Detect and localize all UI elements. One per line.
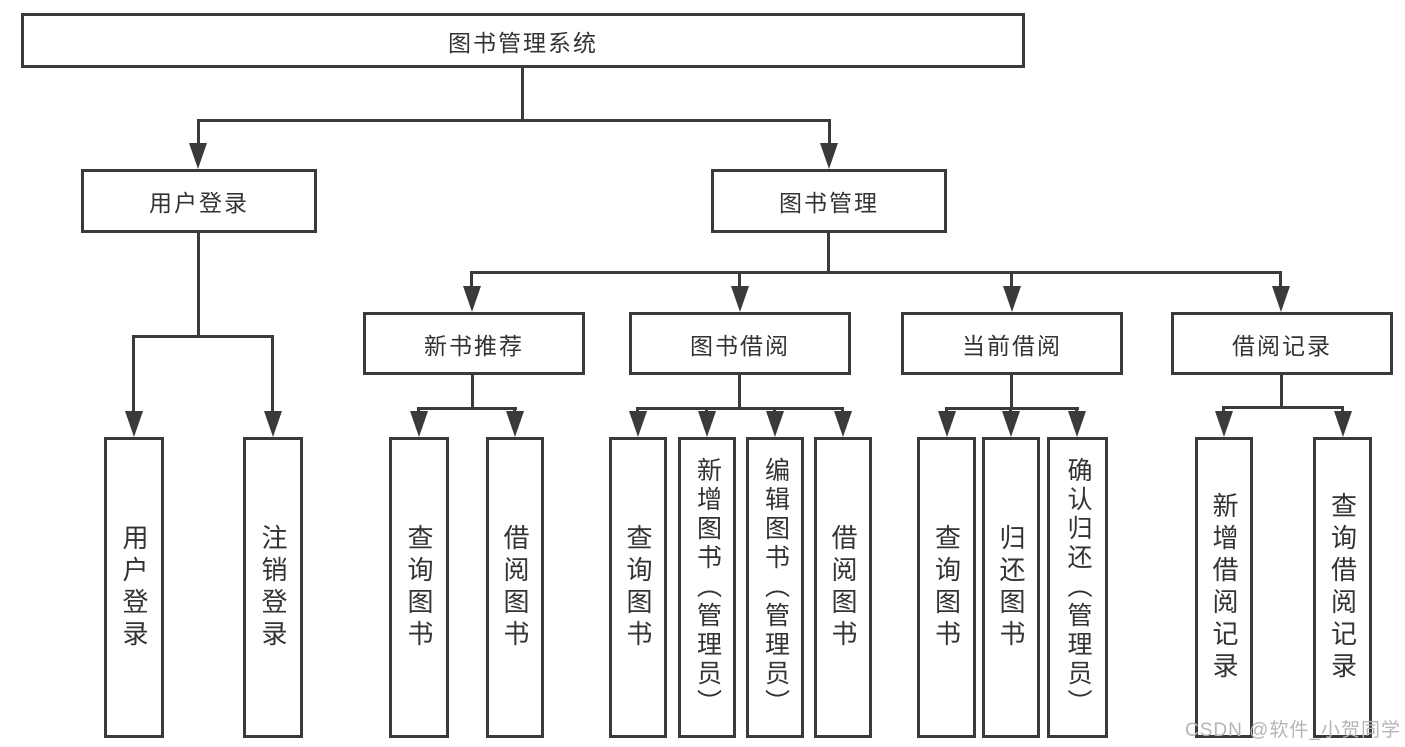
leaf-borrow-borrow-book: 借阅图书 <box>814 437 872 738</box>
connector-recommend-stub <box>471 375 474 409</box>
leaf-borrow-query-book: 查询图书 <box>609 437 667 738</box>
leaf-record-add: 新增借阅记录 <box>1195 437 1253 738</box>
node-root-label: 图书管理系统 <box>448 29 598 56</box>
connector-user-login-stub <box>197 233 200 335</box>
leaf-recommend-borrow-book: 借阅图书 <box>486 437 544 738</box>
arrow-to-cb-query <box>938 411 956 437</box>
node-new-book-recommend: 新书推荐 <box>363 312 585 375</box>
connector-book-management-hline <box>470 271 1282 274</box>
arrow-to-book-borrow <box>731 286 749 312</box>
node-borrow-record: 借阅记录 <box>1171 312 1393 375</box>
arrow-to-bb-query <box>629 411 647 437</box>
node-book-borrow-label: 图书借阅 <box>690 332 790 359</box>
node-book-management: 图书管理 <box>711 169 947 233</box>
leaf-record-query-label: 查询借阅记录 <box>1327 491 1358 684</box>
leaf-user-login: 用户登录 <box>104 437 164 738</box>
leaf-recommend-borrow-book-label: 借阅图书 <box>500 523 530 652</box>
node-user-login: 用户登录 <box>81 169 317 233</box>
leaf-user-login-label: 用户登录 <box>119 523 149 652</box>
node-root: 图书管理系统 <box>21 13 1025 68</box>
leaf-current-confirm-return-label: 确认归还（管理员） <box>1064 457 1092 718</box>
connector-drop-book-borrow <box>738 271 741 289</box>
arrow-to-new-book-recommend <box>463 286 481 312</box>
node-book-borrow: 图书借阅 <box>629 312 851 375</box>
connector-drop-user-login <box>197 119 200 151</box>
leaf-logout: 注销登录 <box>243 437 303 738</box>
connector-drop-current-borrow <box>1010 271 1013 289</box>
leaf-current-query-book: 查询图书 <box>917 437 976 738</box>
arrow-to-bb-borrow <box>834 411 852 437</box>
node-user-login-label: 用户登录 <box>149 190 249 216</box>
connector-book-borrow-hline <box>637 407 844 410</box>
arrow-to-record-add <box>1215 411 1233 437</box>
connector-user-login-hline <box>132 335 274 338</box>
connector-drop-borrow-record <box>1279 271 1282 289</box>
leaf-borrow-borrow-book-label: 借阅图书 <box>828 523 858 652</box>
arrow-to-record-query <box>1334 411 1352 437</box>
connector-book-borrow-stub <box>738 375 741 409</box>
leaf-borrow-add-book-label: 新增图书（管理员） <box>693 457 722 718</box>
node-current-borrow-label: 当前借阅 <box>962 332 1062 359</box>
connector-drop-book-management <box>828 119 831 151</box>
arrow-to-borrow-record <box>1272 286 1290 312</box>
connector-borrow-record-hline <box>1223 406 1344 409</box>
leaf-recommend-query-book: 查询图书 <box>389 437 449 738</box>
node-borrow-record-label: 借阅记录 <box>1232 332 1332 359</box>
leaf-record-query: 查询借阅记录 <box>1313 437 1372 738</box>
arrow-to-recommend-query <box>410 411 428 437</box>
leaf-borrow-query-book-label: 查询图书 <box>623 523 653 652</box>
leaf-record-add-label: 新增借阅记录 <box>1209 491 1239 684</box>
connector-current-borrow-hline <box>945 407 1079 410</box>
connector-root-stub <box>521 66 524 119</box>
arrow-to-bb-edit <box>766 411 784 437</box>
leaf-current-return-book-label: 归还图书 <box>996 523 1026 652</box>
node-current-borrow: 当前借阅 <box>901 312 1123 375</box>
node-new-book-recommend-label: 新书推荐 <box>424 332 524 359</box>
arrow-to-current-borrow <box>1003 286 1021 312</box>
node-book-management-label: 图书管理 <box>779 190 879 216</box>
leaf-current-return-book: 归还图书 <box>982 437 1040 738</box>
connector-drop-new-book-recommend <box>470 271 473 289</box>
leaf-logout-label: 注销登录 <box>258 523 288 652</box>
connector-current-borrow-stub <box>1010 375 1013 409</box>
arrow-to-bb-add <box>698 411 716 437</box>
leaf-recommend-query-book-label: 查询图书 <box>404 523 434 652</box>
leaf-borrow-edit-book-label: 编辑图书（管理员） <box>761 457 790 718</box>
leaf-current-query-book-label: 查询图书 <box>931 523 962 652</box>
connector-book-management-stub <box>827 233 830 271</box>
leaf-borrow-add-book: 新增图书（管理员） <box>678 437 736 738</box>
arrow-to-recommend-borrow <box>506 411 524 437</box>
connector-drop-leaf-user-login <box>132 335 135 415</box>
connector-borrow-record-stub <box>1280 375 1283 408</box>
leaf-borrow-edit-book: 编辑图书（管理员） <box>746 437 804 738</box>
arrow-to-user-login <box>189 143 207 169</box>
connector-root-hline <box>197 119 831 122</box>
arrow-to-cb-return <box>1002 411 1020 437</box>
arrow-to-cb-confirm <box>1068 411 1086 437</box>
connector-drop-leaf-logout <box>271 335 274 415</box>
arrow-to-leaf-user-login <box>125 411 143 437</box>
connector-recommend-hline <box>418 407 517 410</box>
arrow-to-leaf-logout <box>264 411 282 437</box>
arrow-to-book-management <box>820 143 838 169</box>
leaf-current-confirm-return: 确认归还（管理员） <box>1047 437 1108 738</box>
